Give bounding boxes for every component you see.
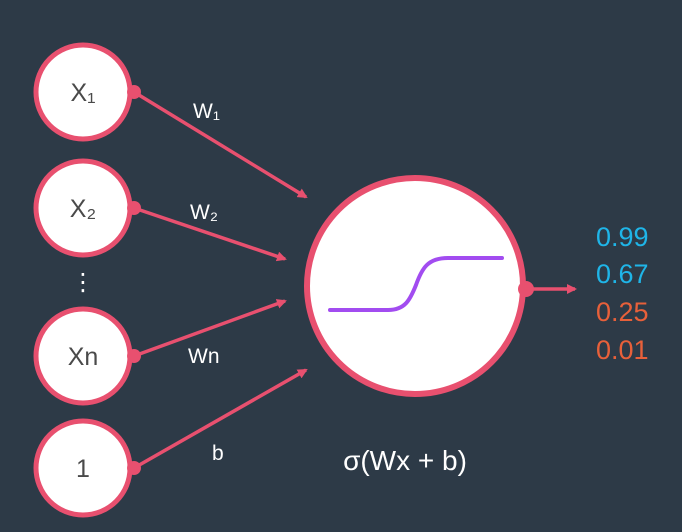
edge-x2: [133, 206, 287, 262]
input-label-x2: X₂: [70, 195, 96, 223]
connector-dot-x2: [127, 201, 141, 215]
connector-dot-x1: [127, 85, 141, 99]
input-node-x2: X₂: [33, 158, 141, 258]
edge-x1: [133, 90, 308, 199]
neuron-formula: σ(Wx + b): [343, 445, 467, 476]
input-edges: [133, 90, 308, 470]
input-label-bias: 1: [76, 455, 90, 483]
input-label-xn: Xn: [68, 343, 99, 371]
sigmoid-curve-icon: [328, 256, 504, 312]
output-value-3: 0.25: [596, 297, 649, 327]
weight-label-wn: Wn: [188, 345, 220, 368]
weight-label-w2: W₂: [190, 201, 218, 224]
input-node-xn: Xn: [33, 306, 141, 406]
weight-label-b: b: [212, 442, 224, 465]
output-value-4: 0.01: [596, 335, 649, 365]
neuron-node: [304, 175, 534, 397]
output-value-2: 0.67: [596, 259, 649, 289]
input-node-bias: 1: [33, 418, 141, 518]
ellipsis: ⋮: [71, 268, 95, 296]
edge-bias: [133, 368, 308, 470]
input-label-x1: X₁: [70, 79, 95, 107]
connector-dot-bias: [127, 461, 141, 475]
weight-label-w1: W₁: [193, 100, 220, 123]
input-node-x1: X₁: [33, 42, 141, 142]
output-values: 0.99 0.67 0.25 0.01: [596, 222, 649, 365]
output-value-1: 0.99: [596, 222, 649, 252]
edge-xn: [133, 299, 287, 358]
connector-dot-xn: [127, 349, 141, 363]
